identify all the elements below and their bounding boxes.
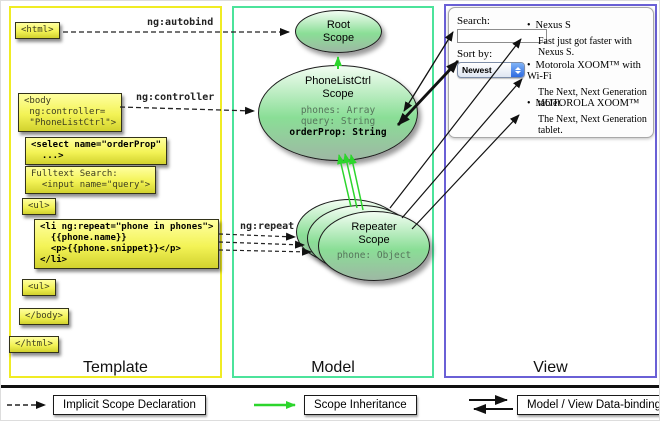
bullet-icon: • xyxy=(527,60,531,71)
phone-title: Motorola XOOM™ with Wi-Fi xyxy=(527,60,641,82)
code-box-html-close: </html> xyxy=(9,336,59,353)
sort-select-value: Newest xyxy=(462,65,492,75)
model-column-label: Model xyxy=(311,359,355,376)
phone-title: MOTOROLA XOOM™ xyxy=(535,98,640,109)
repeater-scope-prop: phone: Object xyxy=(336,250,412,261)
search-label: Search: xyxy=(457,15,490,27)
code-box-li-repeat: <li ng:repeat="phone in phones"> {{phone… xyxy=(34,219,220,269)
root-scope-ellipse: Root Scope xyxy=(295,10,382,53)
phone-list-item: •Motorola XOOM™ with Wi-Fi The Next, Nex… xyxy=(527,60,652,109)
phone-list-item: • MOTOROLA XOOM™ The Next, Next Generatio… xyxy=(527,98,652,136)
ng-repeat-label: ng:repeat xyxy=(240,221,295,232)
template-column-label: Template xyxy=(83,359,148,376)
phone-desc: Fast just got faster with Nexus S. xyxy=(538,36,632,58)
legend-implicit-scope: Implicit Scope Declaration xyxy=(53,395,206,415)
phone-title: Nexus S xyxy=(535,20,571,31)
select-stepper-icon xyxy=(511,63,524,77)
view-browser-panel: Search: Sort by: Newest • Nexus S Fast ju… xyxy=(448,7,654,138)
phone-desc: The Next, Next Generation tablet. xyxy=(538,114,647,136)
bullet-icon: • xyxy=(527,98,531,109)
legend-data-binding: Model / View Data-binding xyxy=(517,395,659,415)
code-box-select: <select name="orderProp" ...> xyxy=(25,137,168,165)
code-box-html-open: <html> xyxy=(15,22,60,39)
repeater-scope-title: Repeater Scope xyxy=(351,221,397,246)
code-box-body-open: <body ng:controller= "PhoneListCtrl"> xyxy=(18,93,123,132)
code-box-body-close: </body> xyxy=(19,308,69,325)
bullet-icon: • xyxy=(527,20,531,31)
phonelistctrl-scope-orderprop: orderProp: String xyxy=(289,127,387,138)
legend-scope-inheritance: Scope Inheritance xyxy=(304,395,417,415)
sort-by-label: Sort by: xyxy=(457,48,493,60)
root-scope-title: Root Scope xyxy=(322,18,355,44)
repeater-scope-ellipse-front: Repeater Scope phone: Object xyxy=(318,211,430,281)
code-box-fulltext-search: Fulltext Search: <input name="query"> xyxy=(25,166,157,194)
phonelistctrl-scope-props: phones: Array query: String xyxy=(300,105,376,127)
phone-desc: The Next, Next Generation tablet. xyxy=(538,87,647,109)
legend-divider xyxy=(1,385,659,388)
phonelistctrl-scope-ellipse: PhoneListCtrl Scope phones: Array query:… xyxy=(258,65,418,161)
view-column-label: View xyxy=(533,359,568,376)
ng-autobind-label: ng:autobind xyxy=(147,17,214,28)
code-box-ul-close: <ul> xyxy=(22,279,56,296)
model-column: Model xyxy=(232,6,434,378)
ng-controller-label: ng:controller xyxy=(136,92,215,103)
sort-select[interactable]: Newest xyxy=(457,62,525,78)
phonelistctrl-scope-title: PhoneListCtrl Scope xyxy=(304,75,372,100)
phone-list-item: • Nexus S Fast just got faster with Nexus… xyxy=(527,20,652,58)
code-box-ul-open: <ul> xyxy=(22,198,56,215)
